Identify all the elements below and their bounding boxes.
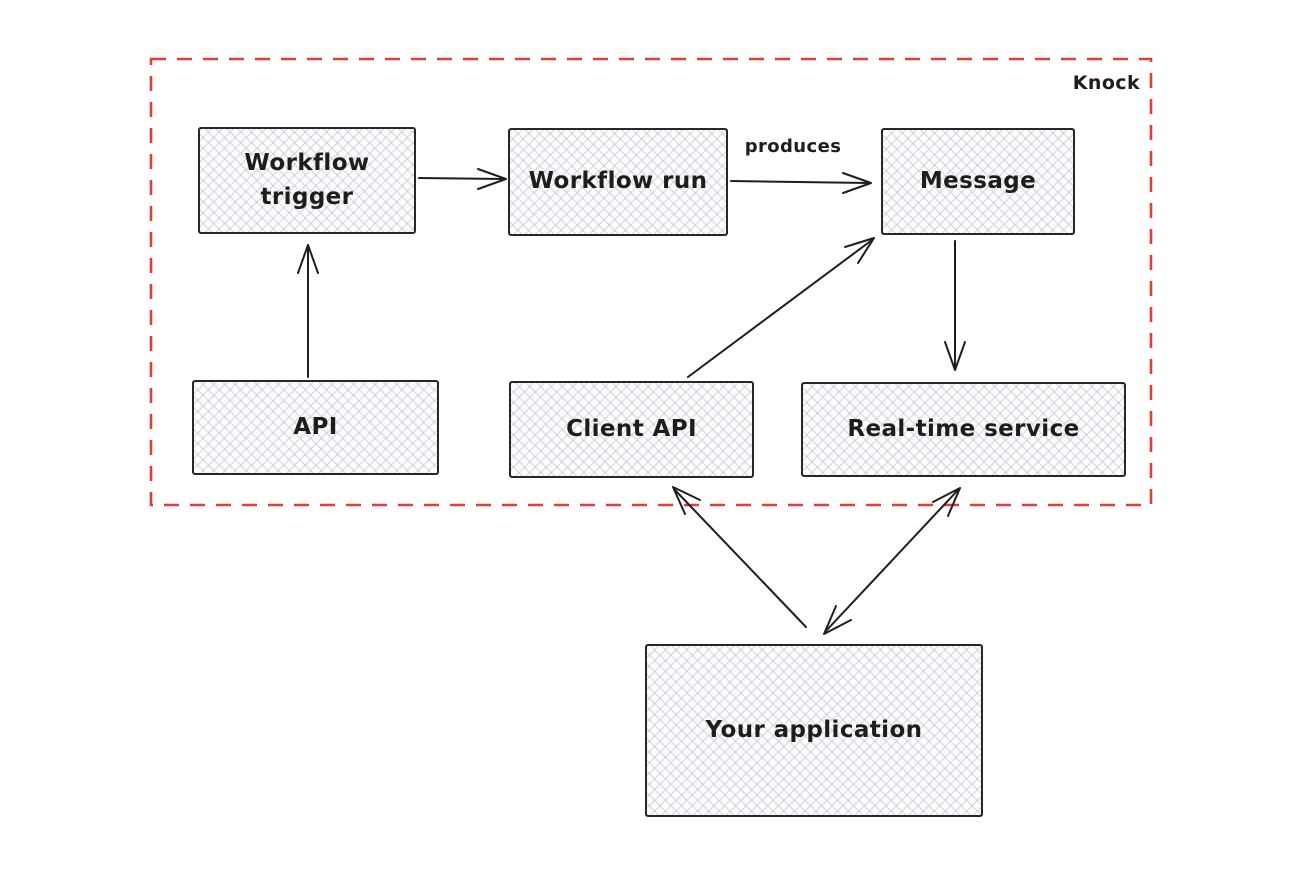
node-realtime-service: Real-time service — [801, 382, 1126, 477]
knock-boundary-label: Knock — [1072, 72, 1140, 94]
realtime-service-label: Real-time service — [847, 415, 1080, 442]
client-api-label: Client API — [566, 415, 697, 442]
arrow-workflow-run-to-message — [730, 172, 872, 194]
node-api: API — [192, 380, 439, 475]
node-workflow-trigger: Workflow trigger — [198, 127, 416, 234]
node-your-application: Your application — [645, 644, 983, 817]
your-application-label: Your application — [705, 716, 923, 743]
produces-edge-label: produces — [744, 136, 842, 157]
node-client-api: Client API — [509, 381, 754, 478]
workflow-trigger-label: Workflow trigger — [244, 150, 370, 210]
arrow-api-to-workflow-trigger — [297, 244, 319, 378]
arrow-workflow-trigger-to-workflow-run — [418, 168, 507, 190]
arrow-your-application-to-client-api — [672, 486, 807, 628]
workflow-run-label: Workflow run — [528, 168, 708, 195]
api-label: API — [293, 413, 338, 440]
node-workflow-run: Workflow run — [508, 128, 728, 236]
arrow-your-application-realtime-service-bidirectional — [823, 487, 961, 635]
arrow-message-to-realtime-service — [944, 240, 966, 371]
arrow-client-api-to-message — [687, 237, 875, 378]
node-message: Message — [881, 128, 1075, 235]
message-label: Message — [919, 167, 1037, 194]
